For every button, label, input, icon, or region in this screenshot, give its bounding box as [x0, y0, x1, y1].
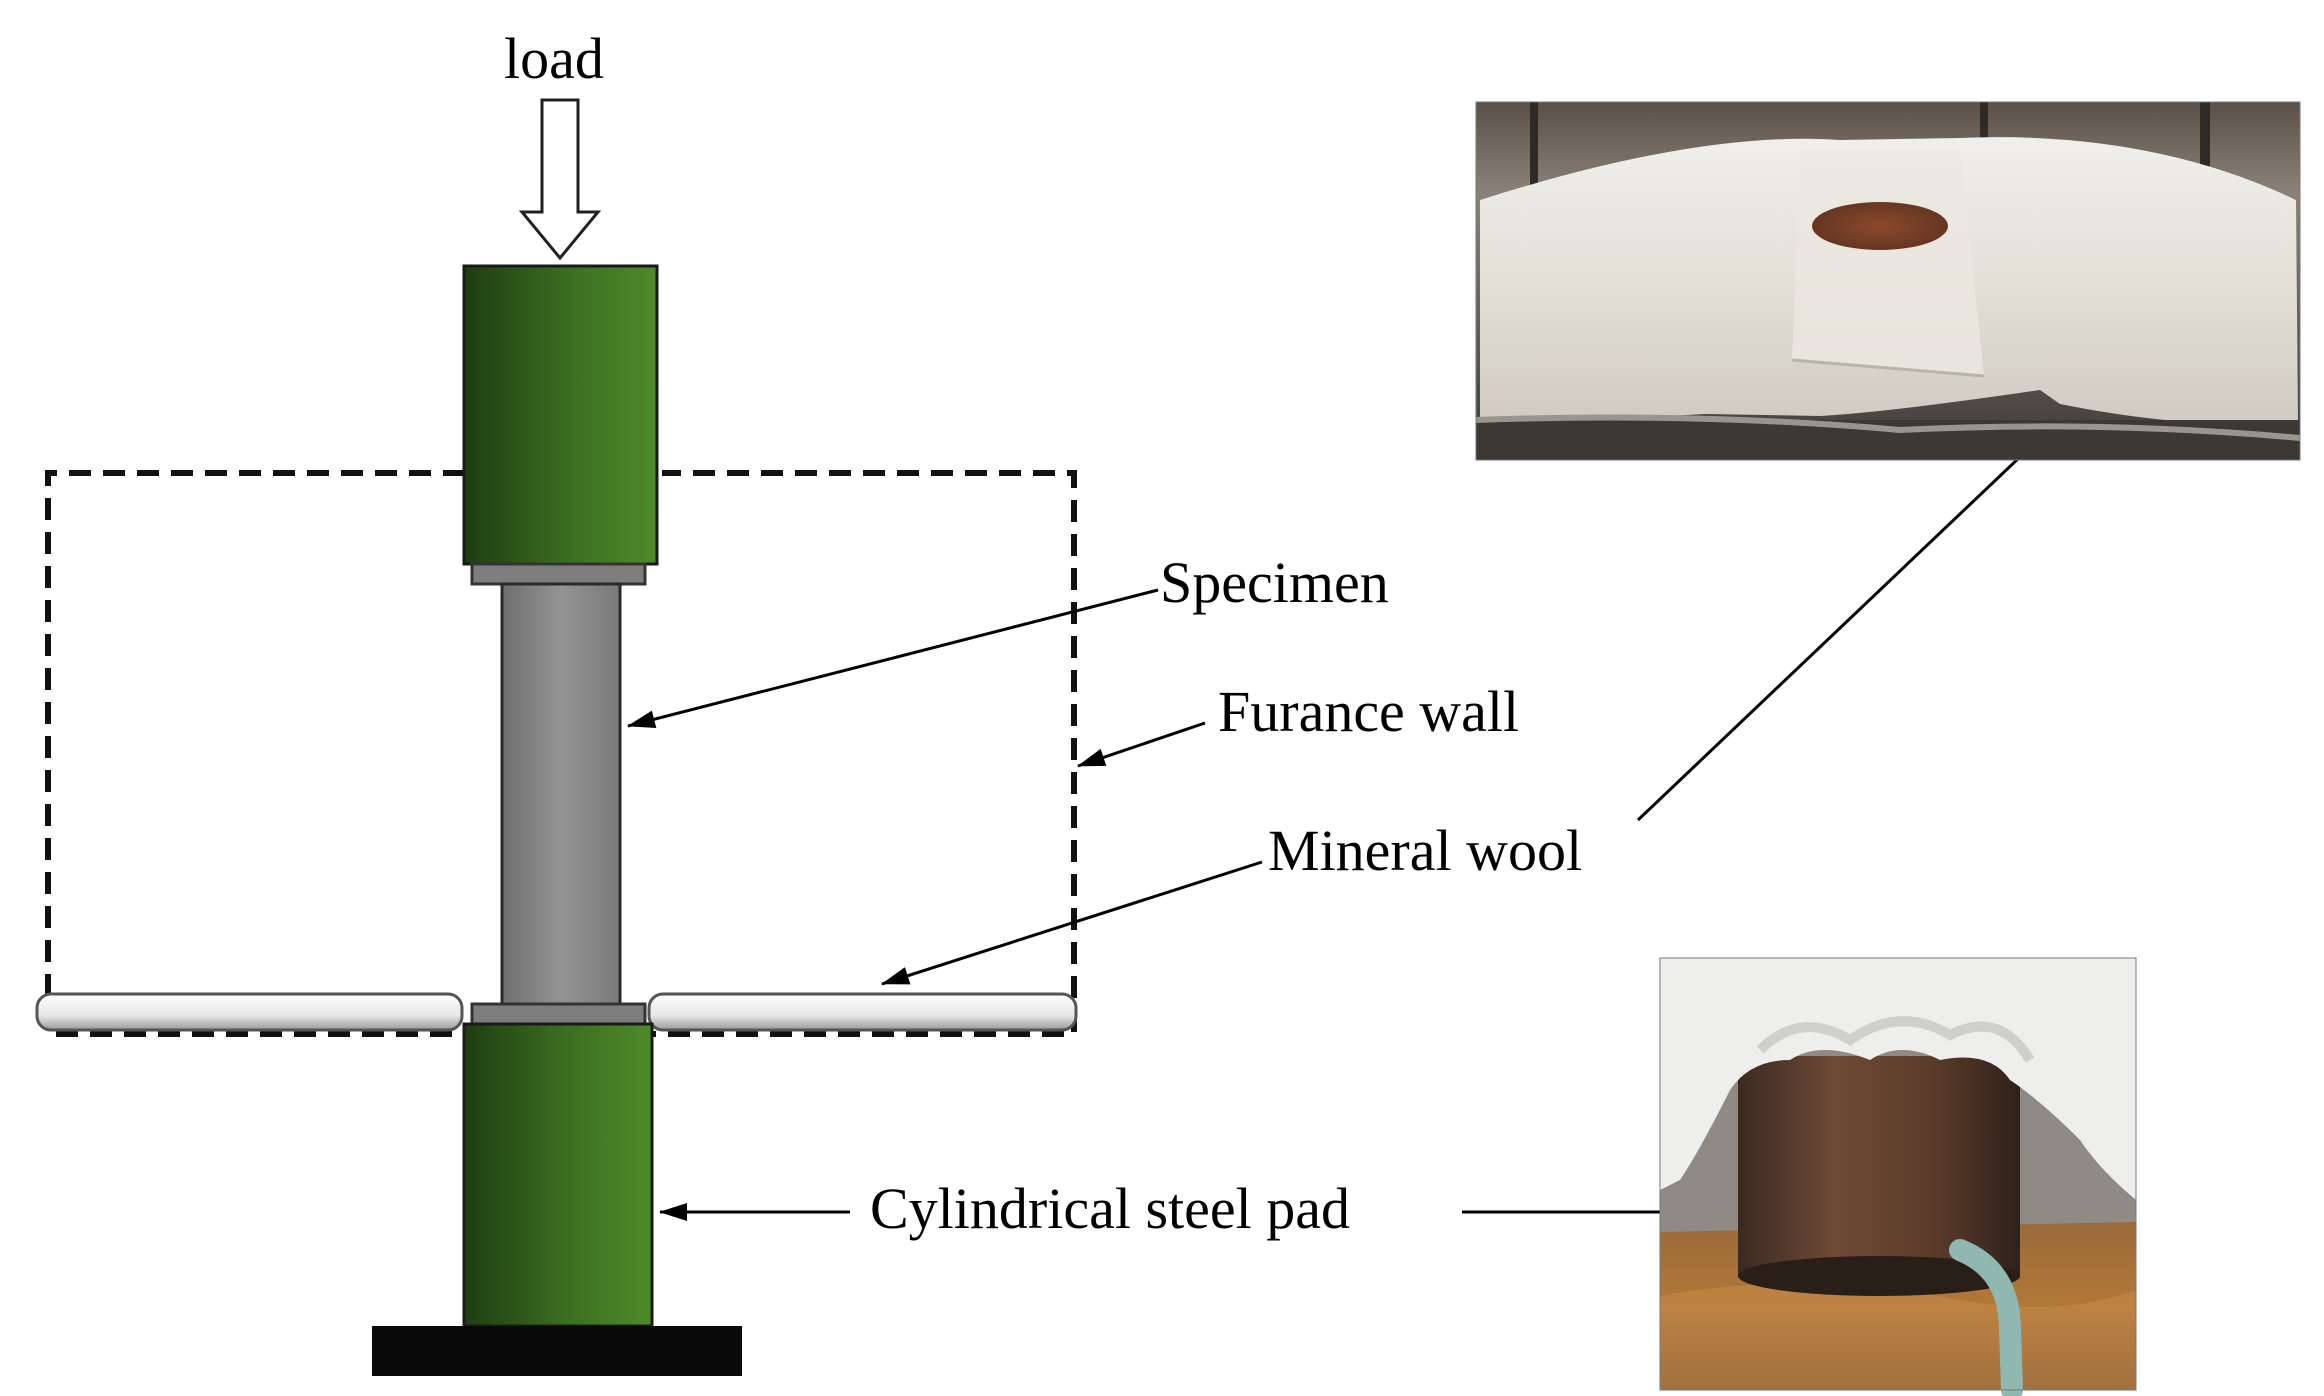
mineral-wool-right [647, 992, 1078, 1032]
specimen [500, 582, 622, 1006]
mineral-wool-left [35, 992, 464, 1032]
furnace-wall [45, 470, 1077, 1037]
lower-plate [470, 1002, 647, 1026]
upper-steel-pad [462, 264, 659, 566]
label-mineral-wool: Mineral wool [1268, 818, 1582, 883]
arrow-furnace-wall [1077, 721, 1206, 768]
arrow-specimen [627, 588, 1159, 729]
label-furnace-wall: Furance wall [1218, 679, 1519, 744]
base-plate [372, 1326, 742, 1376]
photo-steel-pad [1659, 957, 2137, 1396]
lower-steel-pad [462, 1022, 654, 1328]
label-specimen: Specimen [1160, 550, 1389, 615]
label-steel-pad: Cylindrical steel pad [870, 1176, 1350, 1241]
load-arrow-icon [518, 98, 602, 261]
photo-mineral-wool [1475, 101, 2301, 461]
arrow-mineral-wool [881, 860, 1263, 986]
upper-plate [470, 562, 647, 586]
label-load: load [504, 26, 604, 91]
